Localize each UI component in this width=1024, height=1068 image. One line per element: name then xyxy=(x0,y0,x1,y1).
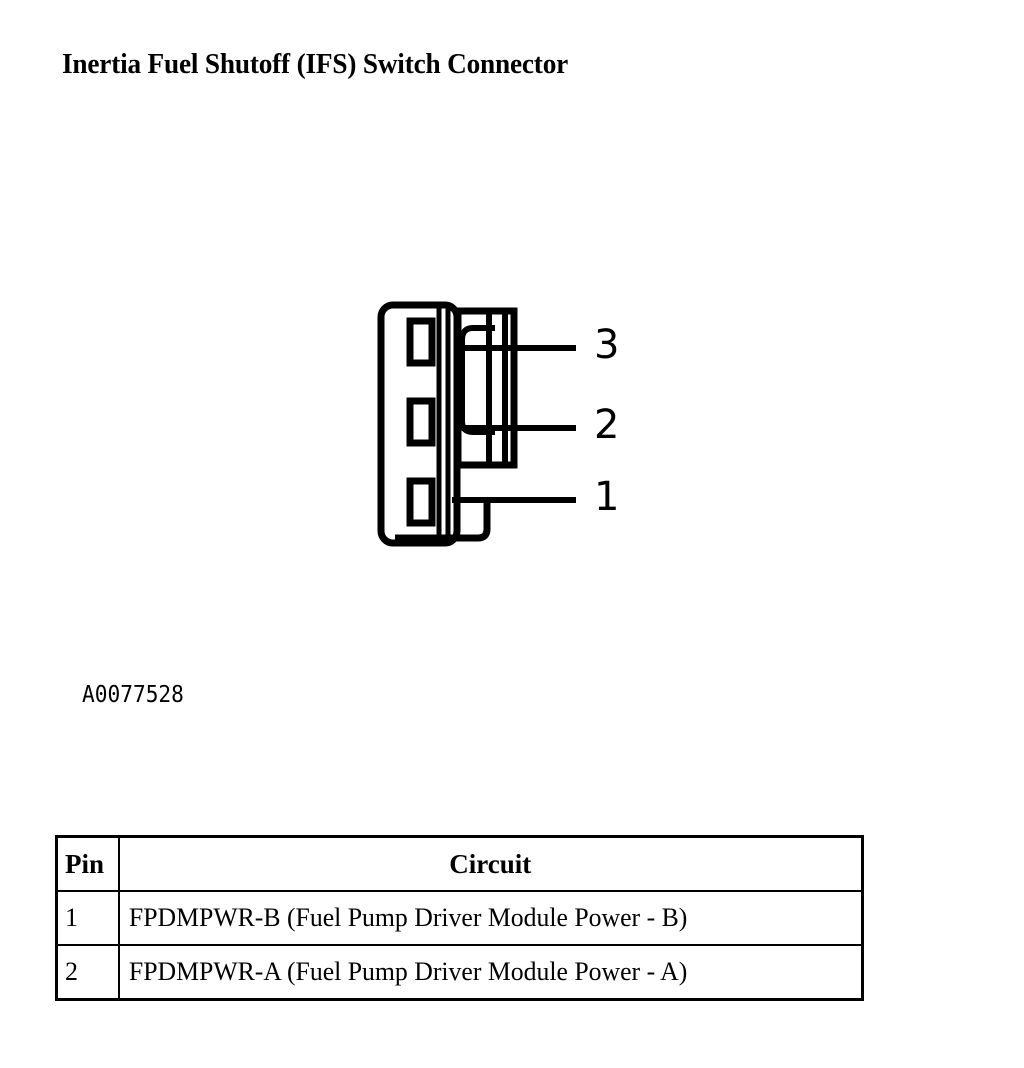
latch-tab-frame xyxy=(454,307,518,469)
cell-pin: 1 xyxy=(55,890,120,946)
table-row: 2 FPDMPWR-A (Fuel Pump Driver Module Pow… xyxy=(55,944,863,1001)
cell-circuit: FPDMPWR-A (Fuel Pump Driver Module Power… xyxy=(117,944,857,1001)
connector-diagram xyxy=(0,280,1024,570)
cell-pin: 2 xyxy=(55,944,120,1001)
connector-drawing xyxy=(377,301,576,547)
connector-bottom-foot xyxy=(395,503,491,542)
latch-tab-inner-shape xyxy=(459,325,495,435)
pin-callout-1: 1 xyxy=(594,474,620,520)
pin-assignment-table: Pin Circuit 1 FPDMPWR-B (Fuel Pump Drive… xyxy=(55,835,864,1001)
pin-callout-3: 3 xyxy=(594,322,620,368)
column-header-circuit: Circuit xyxy=(117,835,864,892)
page-title: Inertia Fuel Shutoff (IFS) Switch Connec… xyxy=(62,48,569,80)
figure-reference-code: A0077528 xyxy=(82,682,184,708)
pin-callout-2: 2 xyxy=(594,402,620,448)
column-header-pin: Pin xyxy=(55,835,120,892)
table-row: 1 FPDMPWR-B (Fuel Pump Driver Module Pow… xyxy=(55,890,863,946)
cell-circuit: FPDMPWR-B (Fuel Pump Driver Module Power… xyxy=(117,890,857,946)
pin-cavity-3 xyxy=(406,317,436,367)
pin-cavity-2 xyxy=(406,397,436,447)
table-header-row: Pin Circuit xyxy=(55,835,864,892)
pin-cavity-1 xyxy=(406,477,436,527)
